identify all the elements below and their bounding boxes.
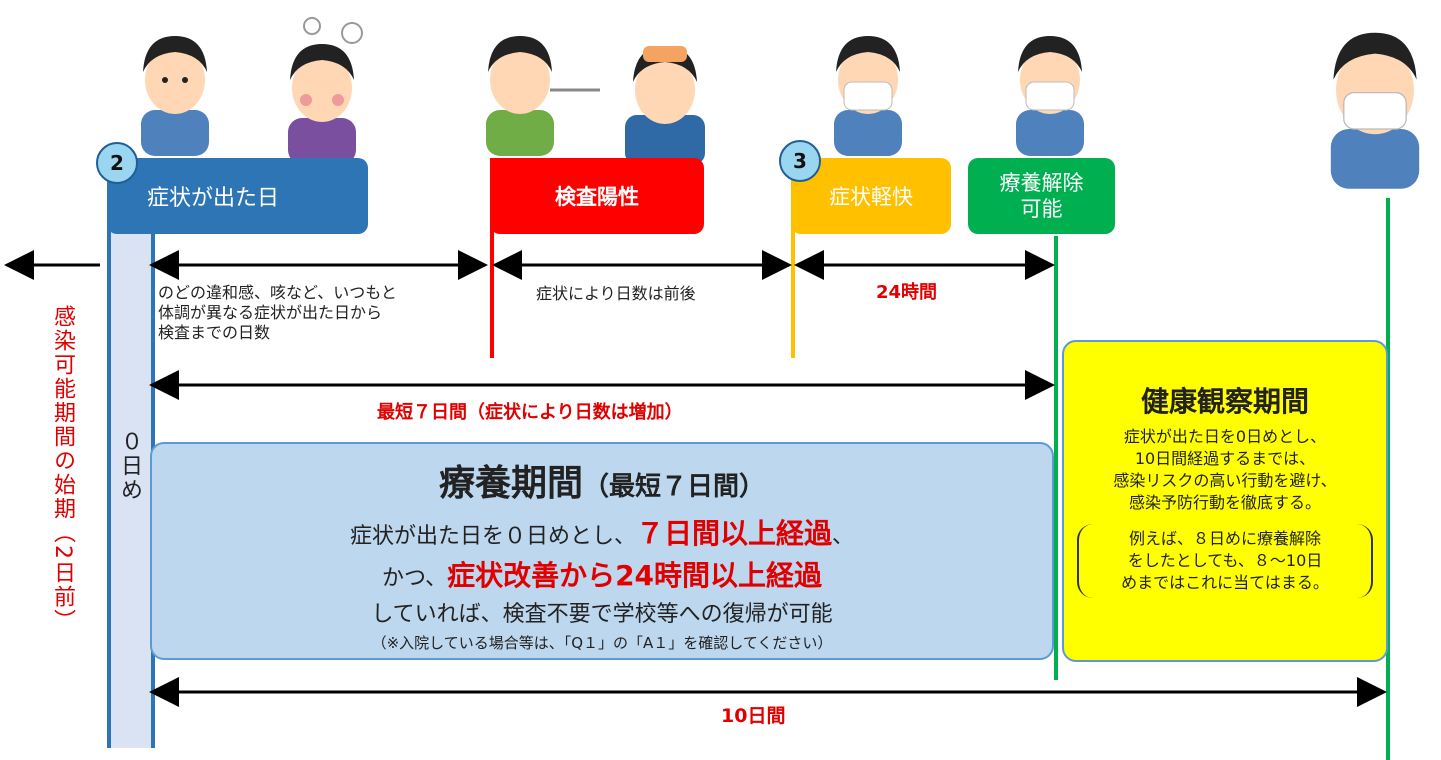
test-positive-label: 検査陽性 [555, 185, 639, 209]
feverish-person-icon [288, 17, 363, 164]
masked-person-icon [1016, 36, 1084, 156]
people-illustrations [141, 17, 1420, 189]
recuperation-title: 療養期間 [438, 463, 583, 504]
symptom-ease-line [791, 200, 795, 358]
symptom-ease-tag: 症状軽快 [791, 158, 951, 234]
infectious-start-label: 感染可能期間の始期（2日前） [50, 305, 75, 633]
ease-to-release-text: 24時間 [876, 282, 938, 303]
bedridden-person-icon [625, 46, 705, 165]
ten-days-text: 10日間 [721, 705, 786, 727]
release-label-line1: 療養解除 [999, 171, 1084, 195]
min7-text: 最短７日間（症状により日数は増加） [377, 402, 683, 423]
day10-line [1386, 198, 1390, 760]
test-to-ease-text: 症状により日数は前後 [536, 284, 696, 303]
release-tag: 療養解除 可能 [968, 158, 1115, 234]
onset-to-test-text: のどの違和感、咳など、いつもと 体調が異なる症状が出た日から 検査までの日数 [158, 283, 397, 342]
sick-person-icon [141, 36, 209, 156]
health-title: 健康観察期間 [1140, 385, 1309, 418]
masked-person-icon [834, 36, 902, 156]
recuperation-title-sub: （最短７日間） [583, 472, 766, 502]
seven-days-emphasis: ７日間以上経過 [635, 517, 832, 550]
symptom-day-label: 症状が出た日 [147, 186, 280, 211]
recuperation-condition: していれば、検査不要で学校等への復帰が可能 [371, 602, 833, 627]
recuperation-note: （※入院している場合等は、「Q１」の「A１」を確認してください） [371, 634, 833, 652]
step-badge-2: 2 [96, 142, 138, 184]
symptom-day-tag: 症状が出た日 [107, 158, 368, 234]
health-example-box: 例えば、８日めに療養解除 をしたとしても、８〜10日 めまではこれに当てはまる。 [1077, 524, 1373, 598]
test-positive-tag: 検査陽性 [490, 158, 704, 234]
24h-emphasis: 症状改善から24時間以上経過 [447, 559, 823, 592]
health-observation-panel: 健康観察期間 症状が出た日を0日めとし、 10日間経過するまでは、 感染リスクの… [1062, 340, 1388, 662]
release-line [1054, 236, 1058, 680]
release-label-line2: 可能 [1020, 197, 1063, 221]
recuperation-panel: 療養期間（最短７日間） 症状が出た日を０日めとし、７日間以上経過、 かつ、症状改… [150, 442, 1054, 660]
symptom-ease-label: 症状軽快 [829, 185, 913, 209]
step-badge-3: 3 [779, 140, 821, 182]
day0-label: ０日め [117, 430, 142, 502]
testing-person-icon [486, 36, 600, 156]
masked-person-icon [1330, 32, 1420, 189]
